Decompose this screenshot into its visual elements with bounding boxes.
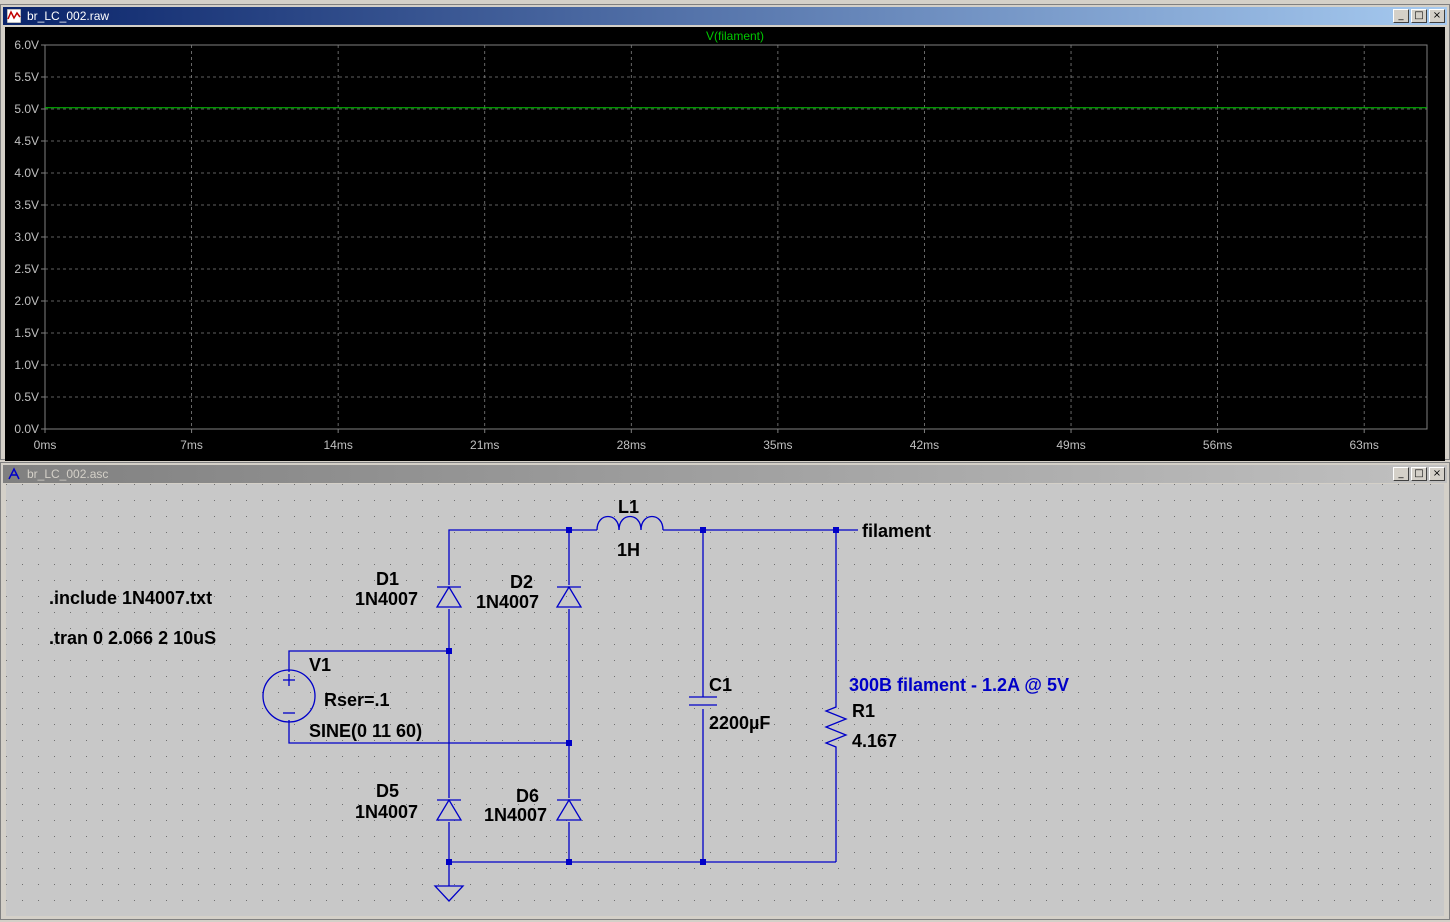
resistor-r1[interactable] bbox=[824, 703, 848, 751]
directive-tran[interactable]: .tran 0 2.066 2 10uS bbox=[49, 628, 216, 648]
x-tick-label: 7ms bbox=[180, 438, 203, 452]
inductor-l1[interactable] bbox=[596, 515, 664, 531]
y-tick-label: 0.0V bbox=[14, 422, 39, 436]
x-tick-label: 42ms bbox=[910, 438, 939, 452]
plot-window-title: br_LC_002.raw bbox=[27, 9, 110, 23]
x-tick-label: 49ms bbox=[1056, 438, 1085, 452]
close-button[interactable]: × bbox=[1429, 467, 1445, 481]
label-d1-value[interactable]: 1N4007 bbox=[355, 589, 418, 609]
label-d6-value[interactable]: 1N4007 bbox=[484, 805, 547, 825]
label-d1-name[interactable]: D1 bbox=[376, 569, 399, 589]
label-r1-name[interactable]: R1 bbox=[852, 701, 875, 721]
x-tick-label: 56ms bbox=[1203, 438, 1232, 452]
y-tick-label: 5.5V bbox=[14, 70, 39, 84]
wire[interactable] bbox=[288, 529, 858, 886]
plot-window-titlebar[interactable]: br_LC_002.raw _ □ × bbox=[3, 7, 1447, 25]
y-tick-label: 4.0V bbox=[14, 166, 39, 180]
label-c1-value[interactable]: 2200µF bbox=[709, 713, 770, 733]
maximize-button[interactable]: □ bbox=[1411, 467, 1427, 481]
y-tick-label: 4.5V bbox=[14, 134, 39, 148]
schematic-window-titlebar[interactable]: br_LC_002.asc _ □ × bbox=[3, 465, 1447, 483]
label-d6-name[interactable]: D6 bbox=[516, 786, 539, 806]
label-d2-name[interactable]: D2 bbox=[510, 572, 533, 592]
capacitor-c1[interactable] bbox=[689, 696, 717, 706]
label-r1-value[interactable]: 4.167 bbox=[852, 731, 897, 751]
y-tick-label: 2.0V bbox=[14, 294, 39, 308]
voltage-source-v1[interactable] bbox=[262, 669, 316, 723]
x-tick-label: 28ms bbox=[617, 438, 646, 452]
x-tick-label: 21ms bbox=[470, 438, 499, 452]
label-v1-param[interactable]: Rser=.1 bbox=[324, 690, 390, 710]
plot-window: br_LC_002.raw _ □ × 0.0V 0.5V 1.0V 1.5V 2.0V… bbox=[0, 4, 1450, 461]
trace-title[interactable]: V(filament) bbox=[706, 29, 764, 43]
waveform-chart[interactable]: 0.0V 0.5V 1.0V 1.5V 2.0V 2.5V 3.0V 3.5V 4.0V 4.5V… bbox=[5, 27, 1445, 461]
y-tick-label: 0.5V bbox=[14, 390, 39, 404]
x-tick-label: 63ms bbox=[1350, 438, 1379, 452]
x-tick-label: 35ms bbox=[763, 438, 792, 452]
y-tick-label: 1.0V bbox=[14, 358, 39, 372]
x-tick-label: 0ms bbox=[34, 438, 57, 452]
label-d5-value[interactable]: 1N4007 bbox=[355, 802, 418, 822]
waveform-icon bbox=[7, 9, 21, 23]
waveform-pane[interactable]: 0.0V 0.5V 1.0V 1.5V 2.0V 2.5V 3.0V 3.5V 4.0V 4.5V… bbox=[5, 27, 1445, 461]
diode-d5[interactable] bbox=[435, 798, 463, 821]
minimize-button[interactable]: _ bbox=[1393, 467, 1409, 481]
label-d2-value[interactable]: 1N4007 bbox=[476, 592, 539, 612]
schematic-icon bbox=[8, 467, 20, 480]
label-c1-name[interactable]: C1 bbox=[709, 675, 732, 695]
minimize-button[interactable]: _ bbox=[1393, 9, 1409, 23]
junction-dots bbox=[446, 527, 839, 865]
label-v1-value[interactable]: SINE(0 11 60) bbox=[309, 721, 422, 741]
ground-symbol bbox=[433, 885, 465, 902]
y-tick-label: 5.0V bbox=[14, 102, 39, 116]
maximize-button[interactable]: □ bbox=[1411, 9, 1427, 23]
y-tick-label: 2.5V bbox=[14, 262, 39, 276]
schematic-canvas[interactable]: .include 1N4007.txt .tran 0 2.066 2 10uS… bbox=[6, 484, 1444, 916]
diode-d6[interactable] bbox=[555, 798, 583, 821]
net-label-filament[interactable]: filament bbox=[862, 521, 931, 541]
x-tick-label: 14ms bbox=[323, 438, 352, 452]
y-tick-label: 6.0V bbox=[14, 38, 39, 52]
comment-filament[interactable]: 300B filament - 1.2A @ 5V bbox=[849, 675, 1069, 695]
label-l1-name[interactable]: L1 bbox=[618, 497, 639, 517]
label-l1-value[interactable]: 1H bbox=[617, 540, 640, 560]
diode-d2[interactable] bbox=[555, 585, 583, 608]
label-d5-name[interactable]: D5 bbox=[376, 781, 399, 801]
directive-include[interactable]: .include 1N4007.txt bbox=[49, 588, 212, 608]
close-button[interactable]: × bbox=[1429, 9, 1445, 23]
label-v1-name[interactable]: V1 bbox=[309, 655, 331, 675]
diode-d1[interactable] bbox=[435, 585, 463, 608]
schematic-window-title: br_LC_002.asc bbox=[27, 467, 109, 481]
y-tick-label: 1.5V bbox=[14, 326, 39, 340]
y-tick-label: 3.0V bbox=[14, 230, 39, 244]
y-tick-label: 3.5V bbox=[14, 198, 39, 212]
